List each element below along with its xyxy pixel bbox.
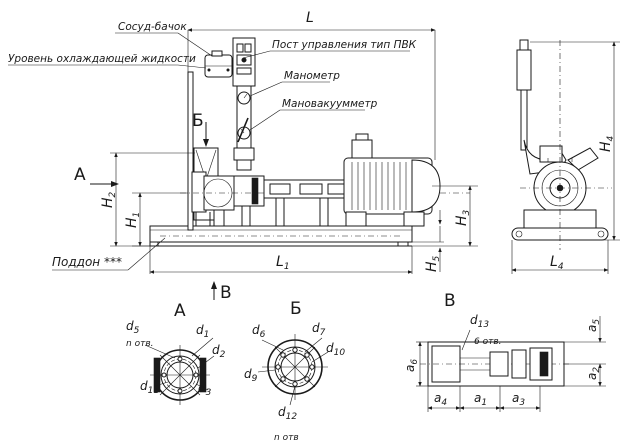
label-d9: d9 xyxy=(244,367,258,384)
view-title-v: В xyxy=(444,291,456,311)
view-a-flange xyxy=(144,337,215,405)
label-manometer: Манометр xyxy=(284,70,340,82)
dim-H1: H1 xyxy=(124,212,142,228)
label-six-otv: 6 отв. xyxy=(474,337,502,347)
label-coolant-level: Уровень охлаждающей жидкости xyxy=(8,53,196,65)
callout-text: Сосуд-бачок Уровень охлаждающей жидкости… xyxy=(8,21,417,269)
view-v-text: d13 6 отв. a6 a5 a2 a4 a1 a3 xyxy=(403,313,602,408)
label-pallet: Поддон *** xyxy=(52,255,122,269)
view-a-text: d5 n отв. d1 d2 d3 d11 xyxy=(126,319,226,398)
label-d1: d1 xyxy=(196,323,209,340)
label-d12: d12 xyxy=(278,405,297,422)
label-d2: d2 xyxy=(212,343,226,360)
front-dimensions xyxy=(110,28,478,274)
label-a5: a5 xyxy=(585,319,602,332)
dim-H3: H3 xyxy=(454,209,472,226)
dim-H5: H5 xyxy=(424,255,442,272)
dim-H4: H4 xyxy=(598,135,616,152)
label-d11: d11 xyxy=(140,379,159,396)
label-d5: d5 xyxy=(126,319,140,336)
view-labels: А Б В А Б В xyxy=(74,111,456,321)
view-b-flange xyxy=(257,334,329,406)
arrow-label-a: А xyxy=(74,165,86,185)
label-coolant-tank: Сосуд-бачок xyxy=(118,21,187,33)
dim-L: L xyxy=(306,10,314,26)
label-control-post: Пост управления тип ПВК xyxy=(272,39,417,51)
view-arrows xyxy=(90,122,217,300)
dim-L1: L1 xyxy=(276,254,290,272)
dim-H2: H2 xyxy=(100,191,118,208)
label-d3: d3 xyxy=(198,381,212,398)
view-title-b: Б xyxy=(290,299,302,319)
label-a6: a6 xyxy=(403,359,420,372)
arrow-label-b: Б xyxy=(192,111,204,131)
dimension-text: L L1 L4 H1 H2 H3 H4 H5 xyxy=(100,10,616,272)
view-b-text: d6 d7 d10 d9 d12 n отв xyxy=(244,321,345,443)
label-n-otv-b: n отв xyxy=(274,433,299,443)
view-v-plan xyxy=(416,316,606,412)
label-a2: a2 xyxy=(585,367,602,380)
label-d6: d6 xyxy=(252,323,266,340)
front-view xyxy=(149,37,470,247)
side-control-post xyxy=(516,49,532,91)
callout-leaders xyxy=(8,32,410,271)
label-vacuum-gauge: Мановакуумметр xyxy=(282,98,378,110)
label-d10: d10 xyxy=(326,341,345,358)
side-view xyxy=(511,39,620,274)
label-a3: a3 xyxy=(512,391,525,408)
label-a1: a1 xyxy=(474,391,487,408)
motor-terminal-box xyxy=(351,139,373,159)
label-d7: d7 xyxy=(312,321,326,338)
label-n-otv-a: n отв. xyxy=(126,339,153,349)
label-d13: d13 xyxy=(470,313,489,330)
dim-L4: L4 xyxy=(550,254,564,272)
arrow-label-v: В xyxy=(220,283,232,303)
label-a4: a4 xyxy=(434,391,447,408)
view-title-a: А xyxy=(174,301,186,321)
